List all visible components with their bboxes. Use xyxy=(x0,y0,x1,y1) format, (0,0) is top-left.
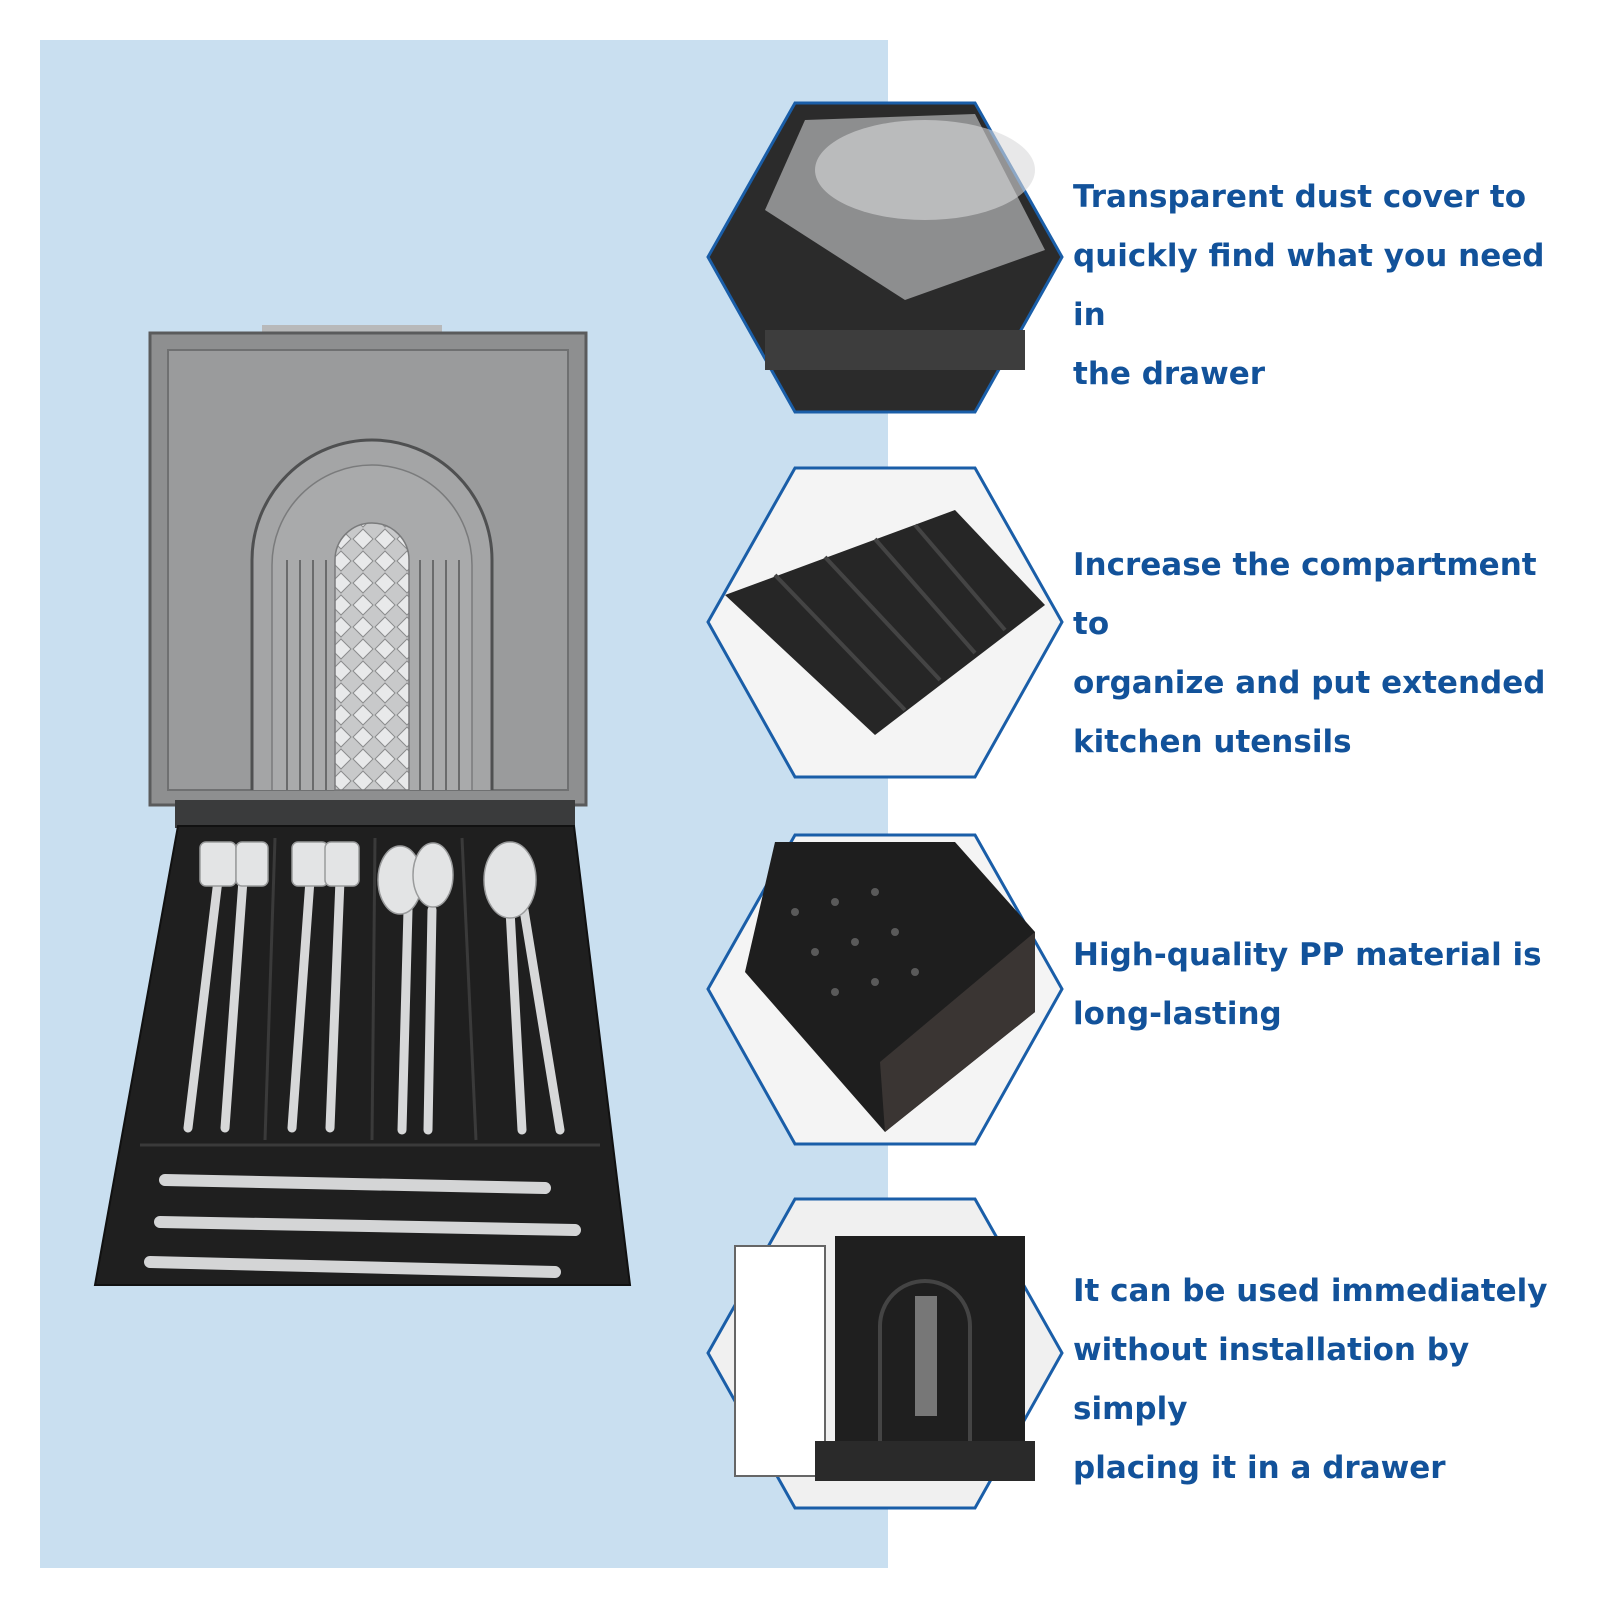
dust-cover-photo xyxy=(705,100,1065,415)
feature-text-drawer-placement: It can be used immediately without insta… xyxy=(1073,1273,1548,1486)
feature-text-compartment: Increase the compartment to organize and… xyxy=(1073,547,1546,760)
feature-text-dust-cover: Transparent dust cover to quickly find w… xyxy=(1073,179,1545,392)
feature-text-pp-material: High-quality PP material is long-lasting xyxy=(1073,937,1542,1032)
cutlery-tray-with-lid-photo xyxy=(93,325,632,1286)
compartment-tray-photo xyxy=(705,465,1065,780)
drawer-placement-photo xyxy=(705,1196,1065,1511)
pp-material-corner-photo xyxy=(705,832,1065,1147)
